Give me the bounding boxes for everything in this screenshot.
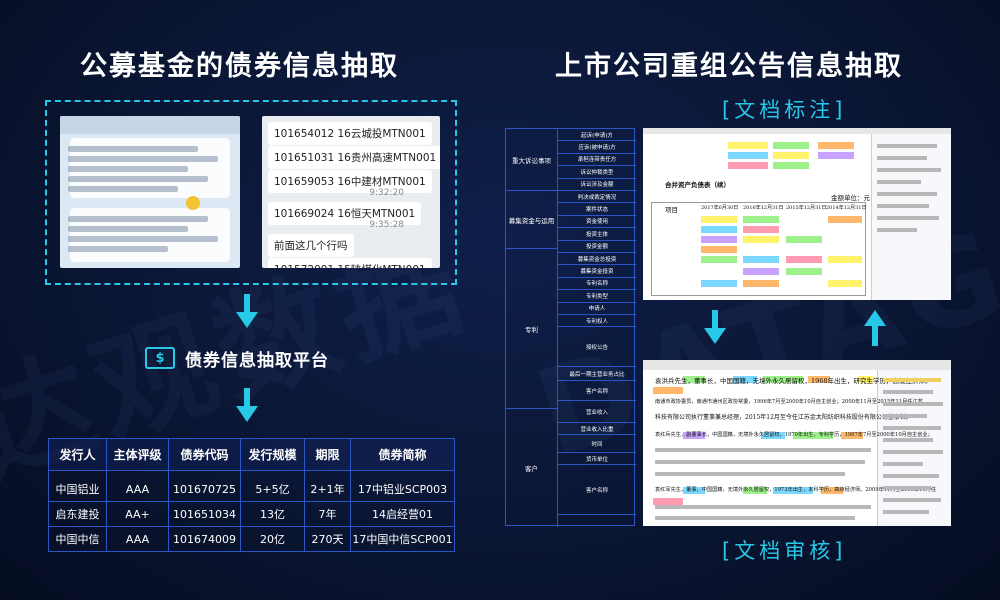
doc-paragraph: 袁红军先生，董事，中国国籍，无境外永久居留权，1973年出生，本科学历，高级经济… xyxy=(655,487,937,493)
tree-leaf: 专利名称 xyxy=(558,278,636,291)
chat-message: 101659053 16中建材MTN001 xyxy=(268,170,432,193)
doc-column-header: 2017年6月30日 xyxy=(701,205,739,211)
doc-column-header: 2015年12月31日 xyxy=(786,205,827,211)
chat-message: 101651031 16贵州高速MTN001 xyxy=(268,146,440,169)
tree-leaf: 诉讼涉及金额 xyxy=(558,179,636,191)
table-cell: 7年 xyxy=(304,501,351,527)
doc-annotation-label: [文档标注] xyxy=(722,98,847,122)
down-arrow-icon xyxy=(236,294,258,328)
table-cell: 中国中信 xyxy=(48,526,107,552)
tree-leaf: 货币单位 xyxy=(558,453,636,466)
extraction-platform: $ 债券信息抽取平台 xyxy=(145,345,329,371)
up-arrow-icon xyxy=(864,310,886,346)
source-screenshot-frame xyxy=(45,100,457,285)
table-cell: 5+5亿 xyxy=(240,470,305,502)
table-cell: 启东建投 xyxy=(48,501,107,527)
doc-column-header: 2016年12月31日 xyxy=(743,205,784,211)
right-section-title: 上市公司重组公告信息抽取 xyxy=(555,51,903,82)
column-header: 发行人 xyxy=(48,438,107,471)
column-header: 发行规模 xyxy=(240,438,305,471)
review-document: 袁洪兵先生，董事长，中国国籍，无境外永久居留权，1968年出生，研究生学历，高级… xyxy=(643,360,951,526)
tree-leaf: 授权公告 xyxy=(558,327,636,368)
table-cell: 270天 xyxy=(304,526,351,552)
table-cell: 14启经营01 xyxy=(350,501,455,527)
entity-schema-tree: 重大诉讼事项 募集资金与运用 专利 客户 起诉(申请)方应诉(被申请)方承担连带… xyxy=(505,128,636,527)
table-cell: 13亿 xyxy=(240,501,305,527)
tree-group: 专利 xyxy=(506,249,558,409)
doc-paragraph: 南通市政协委员，南通市通州区政协常委，1996年7月至2000年10月自主创业；… xyxy=(655,399,923,405)
tree-leaf: 营业收入 xyxy=(558,401,636,424)
chat-timestamp: 9:35:28 xyxy=(369,220,404,230)
tree-leaf: 客户名称 xyxy=(558,381,636,402)
tree-group: 募集资金与运用 xyxy=(506,191,558,249)
chat-message: 前面这几个行吗 xyxy=(268,234,354,257)
dollar-ticket-icon: $ xyxy=(145,347,175,369)
down-arrow-icon xyxy=(704,310,726,344)
table-cell: 17中铝业SCP003 xyxy=(350,470,455,502)
table-cell: AAA xyxy=(106,526,169,552)
tree-leaf: 专利权人 xyxy=(558,315,636,328)
table-row: 启东建投 AA+ 101651034 13亿 7年 14启经营01 xyxy=(48,501,455,527)
tree-leaf: 判决或裁定情况 xyxy=(558,191,636,204)
tree-leaf: 起诉(申请)方 xyxy=(558,129,636,142)
doc-unit: 金额单位：元 xyxy=(831,194,870,202)
table-row: 中国铝业 AAA 101670725 5+5亿 2+1年 17中铝业SCP003 xyxy=(48,470,455,502)
platform-label: 债券信息抽取平台 xyxy=(185,350,329,371)
tree-leaf: 时间 xyxy=(558,435,636,454)
table-cell: 101670725 xyxy=(168,470,241,502)
table-cell: 101674009 xyxy=(168,526,241,552)
table-cell: 101651034 xyxy=(168,501,241,527)
tree-leaf: 承担连带责任方 xyxy=(558,154,636,167)
table-header-row: 发行人 主体评级 债券代码 发行规模 期限 债券简称 xyxy=(48,438,455,471)
tree-leaf: 募集资金总投资 xyxy=(558,253,636,266)
tree-leaf: 最后一期主营业务占比 xyxy=(558,367,636,382)
tree-leaf: 诉讼仲裁类型 xyxy=(558,166,636,179)
doc-paragraph: 袁红兵先生，副董事长，中国国籍，无境外永久居留权，1970年出生，专科学历，19… xyxy=(655,432,933,438)
table-cell: 17中国中信SCP001 xyxy=(350,526,455,552)
bond-info-table: 发行人 主体评级 债券代码 发行规模 期限 债券简称 中国铝业 AAA 1016… xyxy=(48,438,455,552)
table-cell: AAA xyxy=(106,470,169,502)
tree-leaf: 募集资金投资 xyxy=(558,265,636,278)
annotated-balance-sheet: 合并资产负债表（续） 金额单位：元 项目 2017年6月30日 2016年12月… xyxy=(643,128,951,300)
doc-paragraph: 袁洪兵先生，董事长，中国国籍，无境外永久居留权，1968年出生，研究生学历，高级… xyxy=(655,377,932,385)
chat-screenshot-messages: 101654012 16云城投MTN001 101651031 16贵州高速MT… xyxy=(262,116,440,268)
doc-paragraph: 科技有限公司执行董事兼总经理，2015年12月至今任江苏金太阳纺织科技股份有限公… xyxy=(655,414,912,421)
column-header: 债券简称 xyxy=(350,438,455,471)
doc-column-header: 项目 xyxy=(665,206,678,214)
tree-leaf: 资金使用 xyxy=(558,216,636,229)
doc-column-header: 2014年12月31日 xyxy=(826,205,867,211)
tree-group: 重大诉讼事项 xyxy=(506,129,558,191)
tree-leaf: 应诉(被申请)方 xyxy=(558,141,636,154)
tree-leaf: 申请人 xyxy=(558,303,636,315)
table-cell: AA+ xyxy=(106,501,169,527)
column-header: 债券代码 xyxy=(168,438,241,471)
tree-leaf: 专利类型 xyxy=(558,290,636,303)
tree-leaf: 客户名称 xyxy=(558,465,636,516)
chat-screenshot-blurred xyxy=(60,116,240,268)
down-arrow-icon xyxy=(236,388,258,422)
chat-message: 101654012 16云城投MTN001 xyxy=(268,122,432,145)
column-header: 主体评级 xyxy=(106,438,169,471)
column-header: 期限 xyxy=(304,438,351,471)
tree-leaf: 投资主体 xyxy=(558,228,636,241)
chat-timestamp: 9:32:20 xyxy=(369,188,404,198)
table-cell: 20亿 xyxy=(240,526,305,552)
chat-message: 101669024 16恒天MTN001 xyxy=(268,202,422,225)
doc-review-label: [文档审核] xyxy=(722,539,847,563)
left-section-title: 公募基金的债券信息抽取 xyxy=(80,51,399,82)
table-row: 中国中信 AAA 101674009 20亿 270天 17中国中信SCP001 xyxy=(48,526,455,552)
table-cell: 中国铝业 xyxy=(48,470,107,502)
chat-message: 101572001 15陕煤化MTN001 xyxy=(268,258,432,268)
doc-table-title: 合并资产负债表（续） xyxy=(665,181,730,189)
tree-leaf: 营业收入比重 xyxy=(558,423,636,436)
tree-group: 客户 xyxy=(506,409,558,527)
tree-leaf: 投资金额 xyxy=(558,241,636,253)
tree-leaf: 案件状态 xyxy=(558,203,636,216)
table-cell: 2+1年 xyxy=(304,470,351,502)
